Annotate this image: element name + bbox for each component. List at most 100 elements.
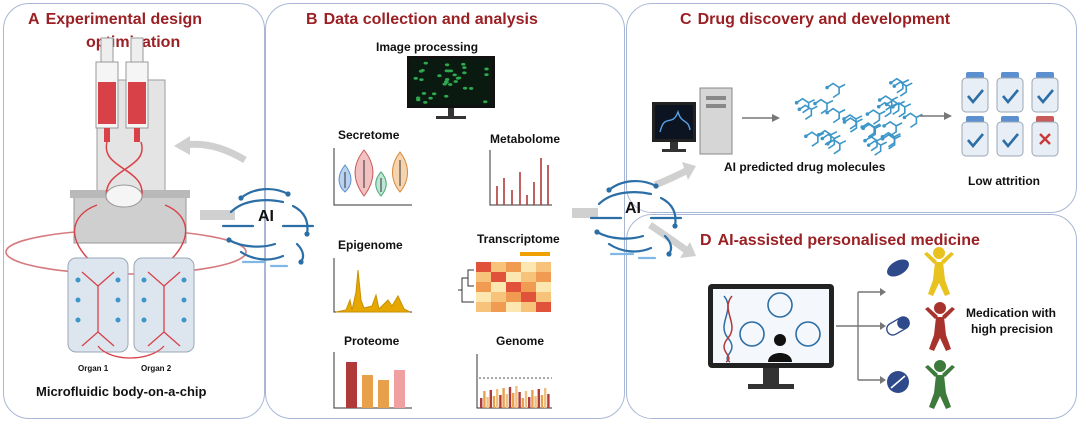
bottle-approved-icon [996, 116, 1024, 157]
bottle-rejected-icon [1031, 116, 1059, 157]
cell-mark [484, 67, 489, 71]
heatmap-cell [521, 292, 536, 302]
cell-mark [423, 61, 428, 65]
heatmap-cell [476, 282, 491, 292]
genome-bar [531, 390, 534, 408]
cell-mark [446, 69, 451, 73]
molecule-icon [866, 140, 888, 156]
molecule-icon [877, 95, 899, 111]
panel-a-title: A Experimental design [28, 11, 202, 29]
heatmap-cell [491, 272, 506, 282]
secretome-label: Secretome [338, 128, 400, 142]
chip-label: Microfluidic body-on-a-chip [36, 384, 207, 399]
image-processing-label: Image processing [376, 40, 479, 54]
molecule-icon [804, 131, 825, 147]
molecule-icon [902, 112, 923, 129]
bottle-approved-icon [996, 72, 1024, 113]
heatmap-cell [476, 262, 491, 272]
cell-mark [444, 63, 450, 67]
predicted-molecules-label: AI predicted drug molecules [724, 160, 886, 174]
panel-b-letter: B [306, 11, 318, 28]
genome-bar [524, 391, 528, 408]
metabolome-label: Metabolome [490, 132, 561, 146]
genome-bar [483, 391, 486, 408]
person-icon-green [925, 360, 955, 409]
bottle-approved-icon [1031, 72, 1059, 113]
metabolome-spectrum [489, 150, 552, 206]
genome-bar [515, 386, 518, 408]
cell-mark [419, 78, 424, 82]
heatmap-cell [521, 282, 536, 292]
molecule-icon [861, 123, 882, 139]
genome-bar [496, 389, 499, 408]
genome-bar [544, 388, 547, 408]
body-on-a-chip-illustration [5, 37, 247, 359]
genome-bar [537, 389, 540, 408]
cell-mark [462, 71, 467, 75]
pill-icon-2 [886, 316, 910, 336]
genome-bar [540, 395, 544, 408]
genome-label: Genome [496, 334, 545, 348]
cell-mark [462, 66, 467, 70]
genome-bar [499, 395, 502, 408]
genome-bar [528, 397, 531, 408]
cell-mark [416, 98, 421, 102]
heatmap-cell [536, 272, 551, 282]
person-icon-red [925, 302, 955, 351]
molecule-icon [889, 77, 910, 94]
heatmap-cell [536, 302, 551, 312]
cell-mark [415, 96, 421, 100]
panel-d-letter: D [700, 232, 712, 249]
heatmap-cell [536, 262, 551, 272]
molecule-icon [820, 133, 841, 150]
cell-mark [452, 73, 457, 77]
molecule-icon [794, 97, 815, 114]
molecule-icon [842, 113, 863, 130]
cell-mark [444, 94, 449, 98]
cell-mark [468, 87, 474, 90]
cell-mark [483, 100, 488, 104]
ai-brain-icon-right [589, 180, 683, 260]
ai-label-left: AI [258, 208, 274, 225]
heatmap-cell [506, 302, 521, 312]
molecule-icon [813, 98, 834, 115]
heatmap-cell [536, 282, 551, 292]
pill-icon-1 [887, 259, 909, 277]
cell-mark [456, 76, 462, 80]
genome-bar [502, 388, 505, 408]
heatmap-cell [521, 262, 536, 272]
panel-a-letter: A [28, 11, 40, 28]
heatmap-cell [506, 282, 521, 292]
molecule-icon [882, 120, 903, 137]
syringe-left [95, 37, 119, 142]
genome-bar [508, 387, 512, 408]
genome-bar [480, 398, 483, 408]
cell-mark [444, 78, 450, 81]
organ-chip-1 [67, 257, 129, 353]
molecule-icon [826, 138, 847, 155]
panel-a-title-line1: Experimental design [45, 11, 203, 28]
molecule-icon [880, 133, 901, 150]
computer-icon [652, 87, 733, 155]
cell-mark [423, 100, 428, 104]
genome-bar [492, 396, 496, 408]
organ1-label: Organ 1 [78, 364, 109, 373]
person-icon-yellow [924, 247, 954, 296]
heatmap-cell [491, 282, 506, 292]
molecule-icon [892, 81, 913, 97]
cell-mark [484, 73, 489, 77]
epigenome-peaks [333, 258, 412, 313]
drug-bottles [961, 72, 1059, 157]
cell-mark [462, 86, 468, 90]
low-attrition-label: Low attrition [968, 174, 1040, 188]
transcriptome-heatmap [458, 252, 551, 312]
genome-bar [489, 390, 492, 408]
cell-mark [448, 83, 453, 86]
bottle-approved-icon [961, 116, 989, 157]
proteome-bars [333, 352, 412, 409]
